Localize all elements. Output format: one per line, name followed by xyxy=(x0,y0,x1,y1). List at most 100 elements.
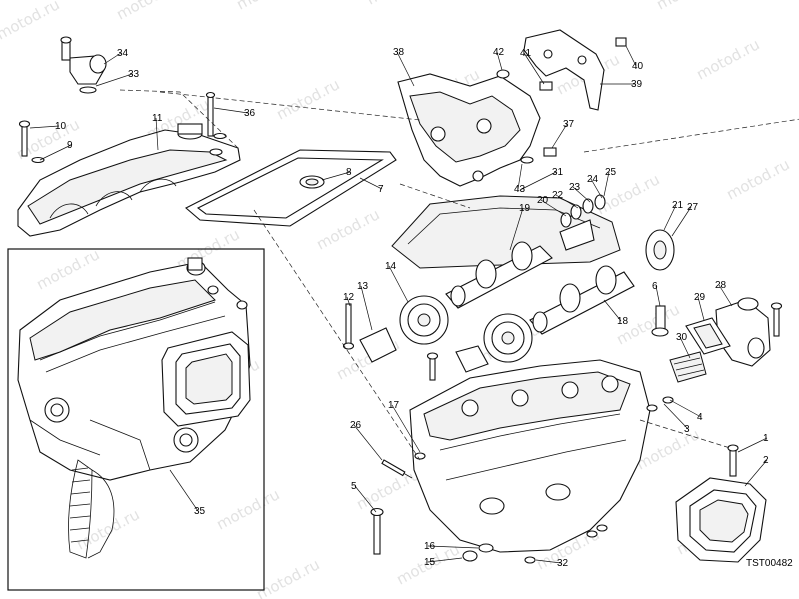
watermark-text: motod.ru xyxy=(73,505,142,553)
callout-3: 3 xyxy=(684,424,690,435)
leader-lines xyxy=(29,45,768,564)
watermark-text: motod.ru xyxy=(693,35,762,83)
watermark-text: motod.ru xyxy=(113,0,182,24)
callout-15: 15 xyxy=(424,557,436,568)
callout-9: 9 xyxy=(67,140,73,151)
watermark-text: motod.ru xyxy=(0,0,63,44)
leader-line-25 xyxy=(603,171,610,197)
watermark-text: motod.ru xyxy=(593,170,662,218)
callout-21: 21 xyxy=(672,200,684,211)
leader-line-22 xyxy=(555,194,579,209)
callout-26: 26 xyxy=(350,420,362,431)
leader-line-27 xyxy=(671,206,692,237)
leader-line-14 xyxy=(388,265,409,303)
leader-line-21 xyxy=(663,204,677,231)
callout-13: 13 xyxy=(357,281,369,292)
callout-23: 23 xyxy=(569,182,581,193)
inset-frame xyxy=(7,248,265,591)
watermark-text: motod.ru xyxy=(653,0,722,14)
drawing-code: TST00482 xyxy=(746,558,793,569)
assembly-lines xyxy=(119,89,799,461)
leader-line-37 xyxy=(551,123,568,149)
valve-cover-group xyxy=(17,36,397,237)
leader-line-20 xyxy=(540,199,567,217)
callout-20: 20 xyxy=(537,195,549,206)
callout-24: 24 xyxy=(587,174,599,185)
leader-line-34 xyxy=(103,52,122,65)
callout-4: 4 xyxy=(697,412,703,423)
callout-16: 16 xyxy=(424,541,436,552)
watermark-text: motod.ru xyxy=(313,205,382,253)
callout-14: 14 xyxy=(385,261,397,272)
leader-line-2 xyxy=(744,459,768,487)
callout-6: 6 xyxy=(652,281,658,292)
callout-10: 10 xyxy=(55,121,67,132)
leader-line-8 xyxy=(321,171,351,181)
leader-line-42 xyxy=(496,51,503,71)
watermark-text: motod.ru xyxy=(233,0,302,14)
leader-line-26 xyxy=(353,424,383,461)
callout-27: 27 xyxy=(687,202,699,213)
leader-line-7 xyxy=(359,177,383,190)
leader-line-28 xyxy=(718,284,733,307)
leader-line-17 xyxy=(391,404,421,453)
leader-line-3 xyxy=(663,403,689,430)
callout-35: 35 xyxy=(194,506,206,517)
leader-line-12 xyxy=(346,296,351,307)
assembled-head-inset xyxy=(17,257,251,559)
leader-line-10 xyxy=(29,125,60,129)
leader-line-1 xyxy=(737,437,768,453)
callout-36: 36 xyxy=(244,108,256,119)
callout-38: 38 xyxy=(393,47,405,58)
callout-19: 19 xyxy=(519,203,531,214)
leader-line-9 xyxy=(39,144,72,161)
callout-28: 28 xyxy=(715,280,727,291)
leader-line-24 xyxy=(590,178,603,199)
leader-line-19 xyxy=(509,207,524,251)
leader-line-35 xyxy=(169,469,199,512)
bottom-fasteners xyxy=(370,452,536,564)
leader-line-43 xyxy=(517,163,523,190)
callout-2: 2 xyxy=(763,455,769,466)
leader-line-33 xyxy=(95,73,133,87)
callout-34: 34 xyxy=(117,48,129,59)
leader-line-6 xyxy=(655,285,661,307)
callout-1: 1 xyxy=(763,433,769,444)
watermark-text: motod.ru xyxy=(273,75,342,123)
callout-31: 31 xyxy=(552,167,564,178)
callout-25: 25 xyxy=(605,167,617,178)
callout-30: 30 xyxy=(676,332,688,343)
watermark-text: motod.ru xyxy=(493,0,562,4)
watermark-text: motod.ru xyxy=(33,245,102,293)
callout-32: 32 xyxy=(557,558,569,569)
callout-29: 29 xyxy=(694,292,706,303)
callout-12: 12 xyxy=(343,292,355,303)
leader-line-30 xyxy=(679,336,691,359)
callout-42: 42 xyxy=(493,47,505,58)
leader-line-13 xyxy=(360,285,373,331)
leader-line-15 xyxy=(427,557,463,563)
callout-11: 11 xyxy=(152,113,163,124)
leader-line-36 xyxy=(213,107,249,114)
camshaft-group xyxy=(342,194,675,381)
leader-line-16 xyxy=(427,545,479,549)
callout-22: 22 xyxy=(552,190,564,201)
watermark-text: motod.ru xyxy=(213,485,282,533)
callout-33: 33 xyxy=(128,69,140,80)
callout-17: 17 xyxy=(388,400,400,411)
leader-line-29 xyxy=(697,296,705,321)
callout-39: 39 xyxy=(631,79,643,90)
leader-line-11 xyxy=(155,117,159,151)
leader-line-23 xyxy=(572,186,591,203)
leader-line-31 xyxy=(519,171,557,191)
callout-41: 41 xyxy=(520,48,532,59)
cylinder-head-block xyxy=(409,359,651,553)
watermark-text: motod.ru xyxy=(723,155,792,203)
callout-7: 7 xyxy=(378,184,384,195)
timing-cover-group xyxy=(397,29,627,187)
callout-43: 43 xyxy=(514,184,526,195)
leader-line-38 xyxy=(396,51,415,87)
callout-37: 37 xyxy=(563,119,575,130)
callout-18: 18 xyxy=(617,316,629,327)
